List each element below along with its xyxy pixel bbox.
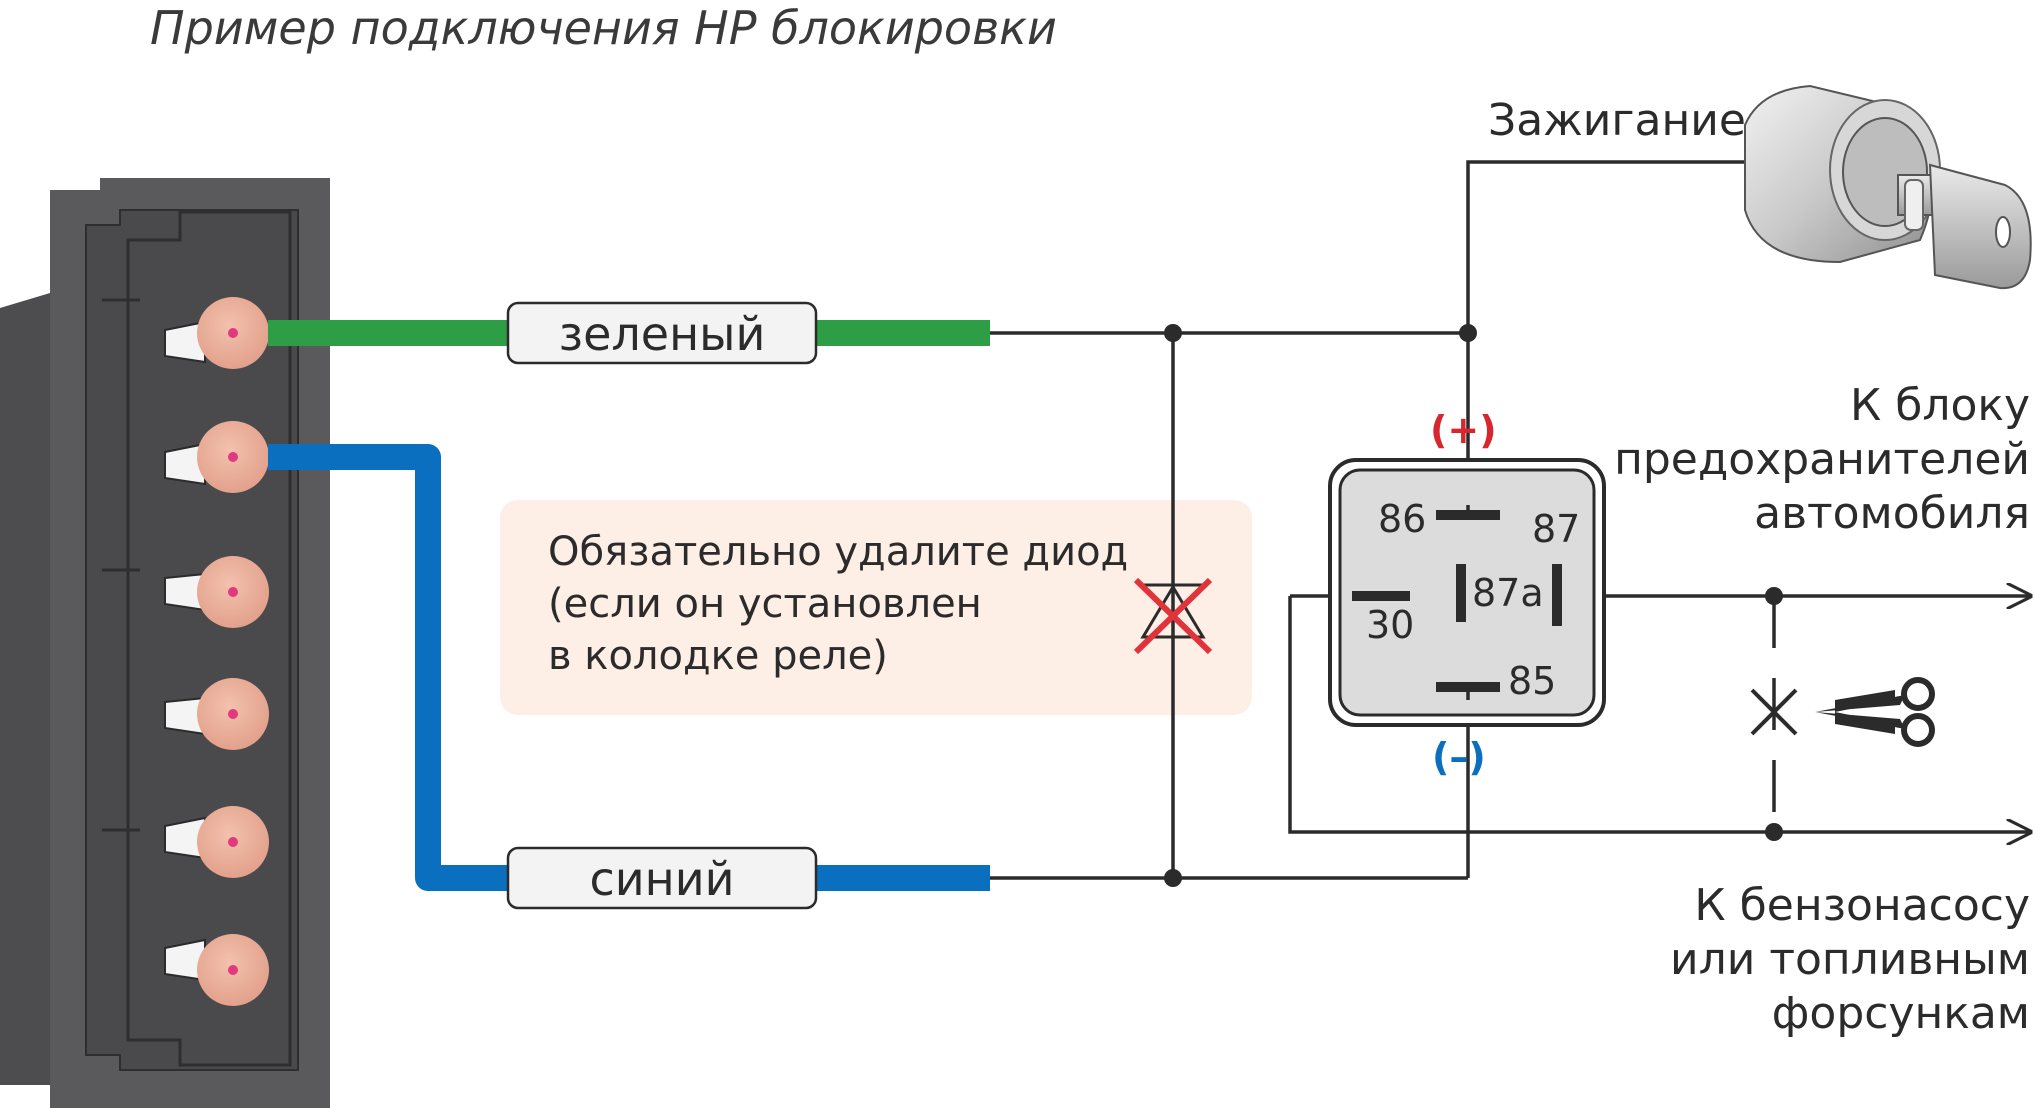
plus-mark: (+)	[1430, 408, 1497, 452]
green-wire: зеленый	[268, 301, 990, 365]
pin-4	[164, 678, 269, 750]
relay-pin-87a: 87a	[1472, 571, 1544, 615]
circuit-wires	[990, 160, 2030, 887]
diagram-title: Пример подключения НР блокировки	[150, 1, 1057, 55]
scissors-icon	[1815, 677, 1935, 747]
pin-1	[164, 297, 269, 369]
fuse-block-line-1: К блоку	[1850, 380, 2030, 431]
note-line-3: в колодке реле)	[548, 633, 888, 679]
pump-line-1: К бензонасосу	[1694, 880, 2030, 931]
diode-removed-icon	[1133, 577, 1213, 655]
relay-pin-87: 87	[1532, 507, 1580, 551]
pin-2	[164, 421, 269, 493]
pin-6	[164, 934, 269, 1006]
ignition-key-icon	[1744, 84, 2032, 290]
cut-mark	[1750, 688, 1798, 736]
relay-pin-85: 85	[1508, 659, 1556, 703]
relay-pin-30: 30	[1366, 603, 1414, 647]
note-line-1: Обязательно удалите диод	[548, 529, 1128, 575]
blue-wire-label: синий	[589, 852, 734, 906]
connector-pins	[164, 297, 269, 1006]
minus-mark: (–)	[1432, 735, 1486, 779]
pin-3	[164, 556, 269, 628]
green-wire-label: зеленый	[559, 307, 766, 361]
diode-note: Обязательно удалите диод (если он устано…	[500, 500, 1252, 715]
relay: 86 87 87a 30 85	[1328, 458, 1606, 727]
fuse-block-line-3: автомобиля	[1754, 488, 2030, 539]
fuse-block-line-2: предохранителей	[1614, 434, 2030, 485]
blue-wire: синий	[268, 444, 990, 910]
pump-line-3: форсункам	[1772, 988, 2030, 1039]
relay-pin-86: 86	[1378, 497, 1426, 541]
ignition-label: Зажигание	[1488, 95, 1746, 146]
note-line-2: (если он установлен	[548, 581, 982, 627]
pump-line-2: или топливным	[1670, 934, 2030, 985]
pin-5	[164, 806, 269, 878]
